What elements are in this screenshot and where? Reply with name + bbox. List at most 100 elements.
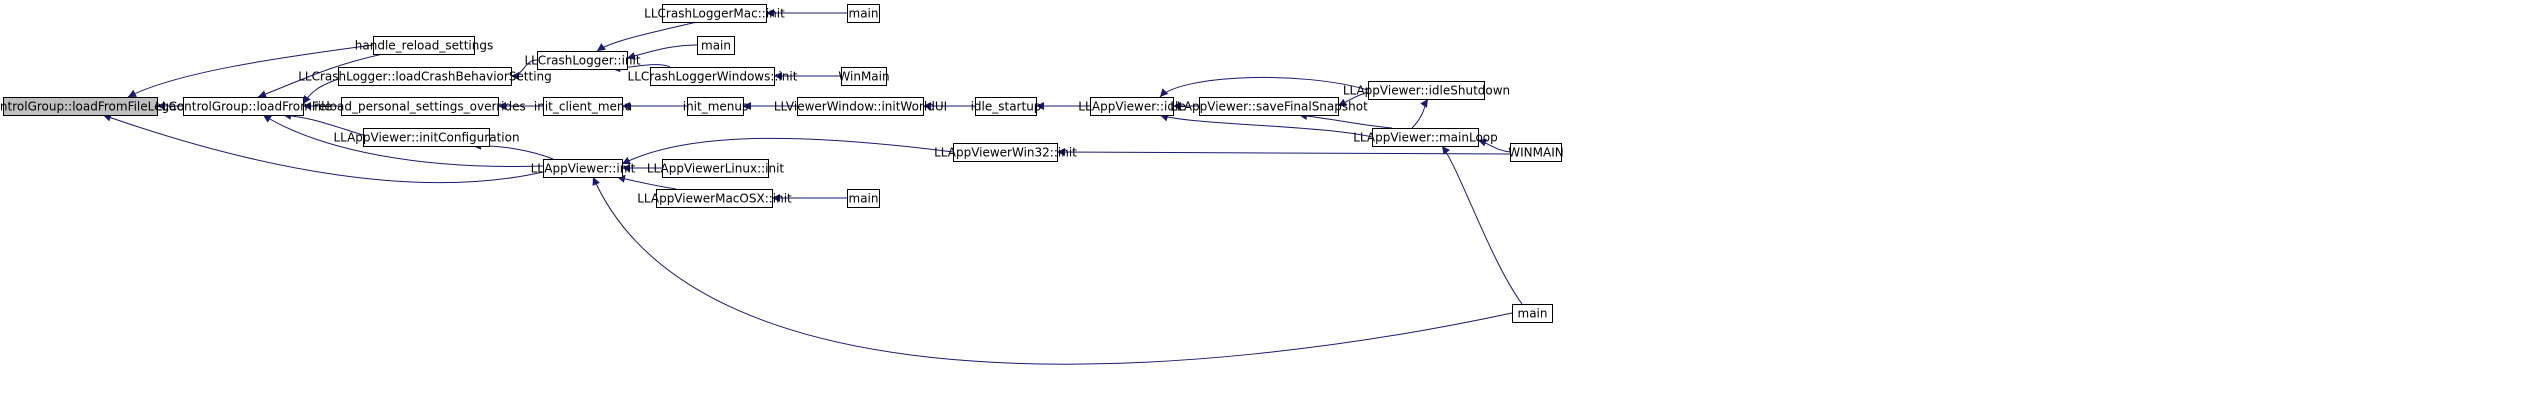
graph-node-n22[interactable]: main [1512, 304, 1553, 323]
graph-node-box [1512, 304, 1553, 323]
graph-node-label: LLCrashLoggerWindows::init [628, 70, 798, 84]
graph-node-box [656, 189, 773, 208]
graph-node-label: LLViewerWindow::initWorldUI [774, 100, 947, 114]
graph-edge [1337, 91, 1369, 107]
graph-node-label: LLCrashLoggerMac::init [644, 7, 785, 21]
graph-node-label: LLCrashLogger::loadCrashBehaviorSetting [298, 70, 552, 84]
graph-node-n5[interactable]: LLAppViewer::initConfiguration [333, 128, 520, 147]
graph-node-n2[interactable]: handle_reload_settings [355, 36, 493, 55]
graph-node-box [373, 36, 475, 55]
graph-node-n17[interactable]: LLAppViewer::idle [1078, 97, 1186, 116]
graph-node-n18[interactable]: LLAppViewer::saveFinalSnapshot [1170, 97, 1368, 116]
graph-edge [510, 59, 538, 80]
graph-edge [262, 114, 544, 167]
graph-node-n24[interactable]: LLAppViewerLinux::init [647, 159, 785, 178]
graph-node-n16[interactable]: idle_startup [971, 97, 1042, 116]
graph-edge [621, 137, 954, 165]
graph-node-n25[interactable]: LLAppViewerMacOSX::init [637, 189, 792, 208]
graph-edge [616, 174, 677, 190]
graph-node-n15[interactable]: LLViewerWindow::initWorldUI [774, 97, 947, 116]
graph-node-box [3, 97, 158, 116]
graph-node-label: LLAppViewer::initConfiguration [333, 131, 519, 145]
graph-node-box [183, 97, 304, 116]
graph-node-box [797, 97, 924, 116]
graph-edge [1411, 98, 1429, 129]
graph-node-n23[interactable]: LLAppViewerWin32::init [934, 143, 1077, 162]
graph-node-label: WinMain [838, 70, 889, 84]
graph-node-label: LLControlGroup::loadFromFileLegacy [0, 100, 190, 114]
graph-node-label: LLAppViewer::idleShutdown [1343, 84, 1510, 98]
graph-node-n19[interactable]: LLAppViewer::idleShutdown [1343, 81, 1510, 100]
graph-node-label: main [849, 192, 879, 206]
graph-node-n26[interactable]: main [847, 189, 880, 208]
graph-node-box [847, 189, 880, 208]
graph-node-box [543, 97, 623, 116]
graph-edge [1441, 145, 1523, 305]
graph-node-box [1368, 81, 1485, 100]
graph-node-n7[interactable]: LLCrashLogger::init [524, 51, 641, 70]
graph-edge [257, 53, 384, 98]
graph-node-n20[interactable]: LLAppViewer::mainLoop [1353, 128, 1498, 147]
graph-node-box [1372, 128, 1479, 147]
graph-node-label: idle_startup [971, 100, 1042, 114]
graph-node-n9[interactable]: main [847, 4, 880, 23]
graph-node-box [1199, 97, 1339, 116]
graph-node-box [338, 67, 512, 86]
graph-node-n3[interactable]: LLCrashLogger::loadCrashBehaviorSetting [298, 67, 552, 86]
graph-edge [1159, 113, 1373, 138]
graph-node-box [847, 4, 880, 23]
graph-node-box [363, 128, 490, 147]
call-graph-nodes: LLControlGroup::loadFromFileLegacyLLCont… [0, 4, 1564, 323]
graph-node-box [841, 67, 887, 86]
graph-node-box [953, 143, 1058, 162]
graph-node-label: LLAppViewer::saveFinalSnapshot [1170, 100, 1368, 114]
graph-edge [1056, 148, 1511, 157]
graph-node-box [662, 159, 769, 178]
graph-edge [1298, 111, 1393, 129]
graph-node-box [650, 67, 775, 86]
graph-edge [102, 113, 544, 184]
graph-node-n1[interactable]: LLControlGroup::loadFromFile [155, 97, 332, 116]
graph-node-label: init_client_menu [534, 100, 632, 114]
graph-node-n6[interactable]: LLAppViewer::init [531, 159, 636, 178]
graph-node-label: main [1518, 307, 1548, 321]
graph-node-box [341, 97, 499, 116]
call-graph-edges [102, 9, 1523, 365]
graph-node-box [662, 4, 767, 23]
graph-edge [596, 21, 698, 52]
graph-edge [592, 176, 1513, 365]
graph-node-box [975, 97, 1037, 116]
graph-node-box [1090, 97, 1174, 116]
graph-node-box [537, 51, 628, 70]
graph-node-n4[interactable]: reload_personal_settings_overrides [314, 97, 526, 116]
graph-node-n11[interactable]: LLCrashLoggerWindows::init [628, 67, 798, 86]
graph-edge [282, 111, 364, 136]
graph-node-label: main [849, 7, 879, 21]
graph-edge [626, 44, 698, 60]
graph-node-label: LLAppViewer::init [531, 162, 636, 176]
graph-node-n13[interactable]: init_client_menu [534, 97, 632, 116]
graph-node-label: WINMAIN [1508, 146, 1563, 160]
graph-node-label: LLAppViewerMacOSX::init [637, 192, 792, 206]
graph-node-label: handle_reload_settings [355, 39, 493, 53]
graph-node-label: main [701, 39, 731, 53]
graph-node-label: LLCrashLogger::init [524, 54, 640, 68]
graph-node-n14[interactable]: init_menus [683, 97, 749, 116]
graph-node-label: LLControlGroup::loadFromFile [155, 100, 332, 114]
graph-node-box [1510, 143, 1562, 162]
graph-node-n0[interactable]: LLControlGroup::loadFromFileLegacy [0, 97, 190, 116]
graph-node-label: LLAppViewer::mainLoop [1353, 131, 1498, 145]
graph-node-box [697, 36, 735, 55]
graph-edge [127, 44, 374, 98]
graph-node-label: init_menus [683, 100, 749, 114]
graph-node-n21[interactable]: WINMAIN [1508, 143, 1564, 162]
graph-node-n8[interactable]: LLCrashLoggerMac::init [644, 4, 785, 23]
graph-edge [1159, 76, 1369, 98]
graph-node-label: LLAppViewerLinux::init [647, 162, 785, 176]
graph-node-n10[interactable]: main [697, 36, 735, 55]
graph-node-n12[interactable]: WinMain [838, 67, 890, 86]
graph-node-label: reload_personal_settings_overrides [314, 100, 525, 114]
graph-node-box [687, 97, 744, 116]
graph-edge [1477, 138, 1511, 153]
